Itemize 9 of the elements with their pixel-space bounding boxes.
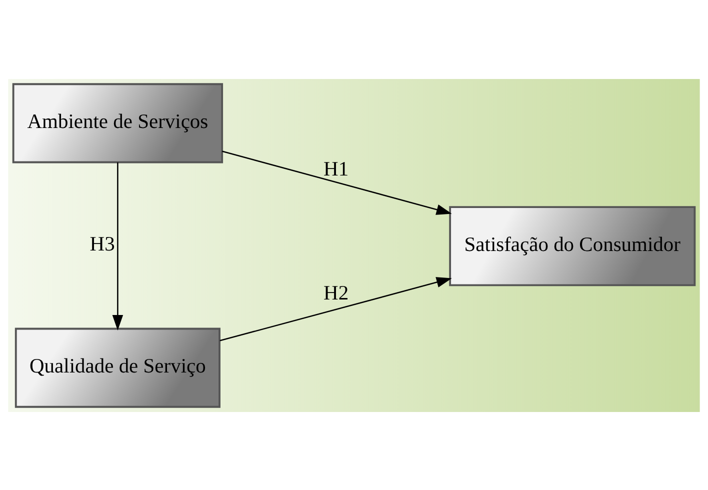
node-box: Qualidade de Serviço (14, 327, 220, 408)
arrow (222, 150, 452, 214)
arrow (220, 276, 452, 341)
edge-label: H1 (324, 158, 349, 180)
edge-label: H2 (324, 282, 349, 304)
arrow (112, 162, 124, 330)
edge-label: H3 (90, 232, 115, 255)
node-box: Ambiente de Serviços (12, 82, 224, 163)
node-box: Satisfação do Consumidor (449, 206, 696, 286)
